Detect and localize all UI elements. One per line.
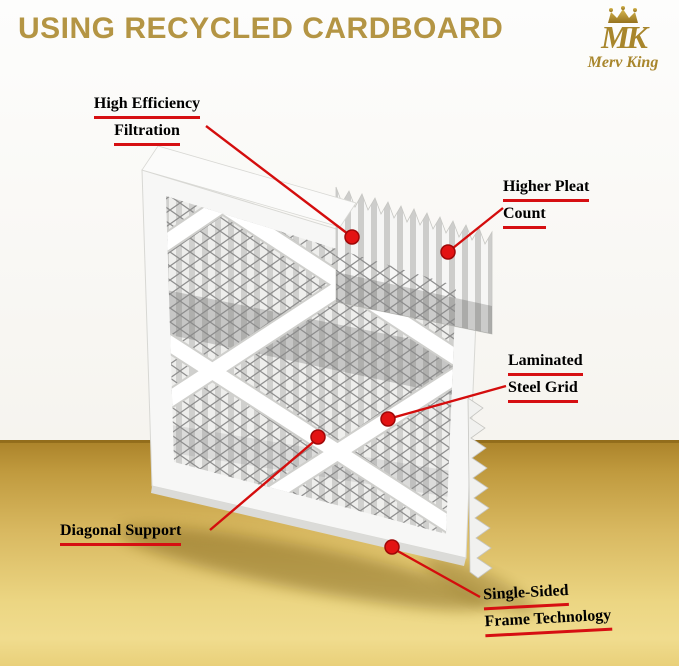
- callout-single-sided-frame: Single-Sided Frame Technology: [482, 577, 613, 638]
- callout-diagonal-support: Diagonal Support: [60, 519, 182, 547]
- callout-high-efficiency-filtration: High Efficiency Filtration: [80, 92, 214, 147]
- right-edge-pleat-zigzag: [467, 397, 493, 579]
- filter-frame-top-slab: [141, 145, 357, 228]
- callout-dots: [310, 229, 456, 555]
- crown-icon: [608, 6, 638, 23]
- callout-label-line: High Efficiency: [93, 92, 201, 120]
- callout-connector-lines: [205, 125, 507, 599]
- callout-label-line: Higher Pleat: [503, 175, 590, 203]
- brand-name: Merv King: [587, 53, 659, 71]
- callout-label-line: Filtration: [114, 119, 180, 147]
- callout-laminated-steel-grid: Laminated Steel Grid: [508, 349, 583, 404]
- filter-floor-shadow: [118, 525, 537, 615]
- brand-monogram: MK: [601, 19, 648, 55]
- callout-label-line: Count: [503, 202, 546, 230]
- callout-label-line: Laminated: [508, 349, 583, 377]
- callout-label-line: Steel Grid: [508, 376, 578, 404]
- brand-logo: MK Merv King: [575, 6, 671, 72]
- callout-higher-pleat-count: Higher Pleat Count: [503, 175, 590, 230]
- callout-label-line: Diagonal Support: [60, 519, 182, 547]
- page-title: USING RECYCLED CARDBOARD: [18, 12, 504, 45]
